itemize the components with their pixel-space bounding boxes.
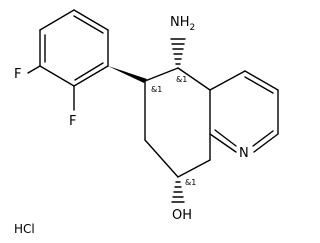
pyridine-nitrogen-label: N <box>239 146 249 161</box>
hydroxyl-hash-bond <box>171 181 185 203</box>
amine-label: NH2 <box>170 15 195 33</box>
amine-hash-bond <box>170 38 186 65</box>
cycloheptane-ring <box>144 67 211 178</box>
c-f-bond-1 <box>27 65 41 74</box>
difluorophenyl-ring <box>39 9 109 87</box>
stereo-label-c5: &1 <box>176 75 187 84</box>
salt-label: HCl <box>14 222 35 236</box>
stereo-label-c6: &1 <box>151 85 162 94</box>
aryl-wedge-bond <box>108 66 147 83</box>
pyridine-ring <box>209 70 279 153</box>
molecule-drawing: NH2 N OH F F &1 &1 &1 HCl <box>14 9 279 236</box>
hydroxyl-label: OH <box>172 208 192 223</box>
fluorine-label-2: F <box>69 114 76 129</box>
fluorine-label-1: F <box>14 67 21 82</box>
chemical-structure-figure: NH2 N OH F F &1 &1 &1 HCl <box>14 9 279 236</box>
stereo-label-c9: &1 <box>185 178 196 187</box>
